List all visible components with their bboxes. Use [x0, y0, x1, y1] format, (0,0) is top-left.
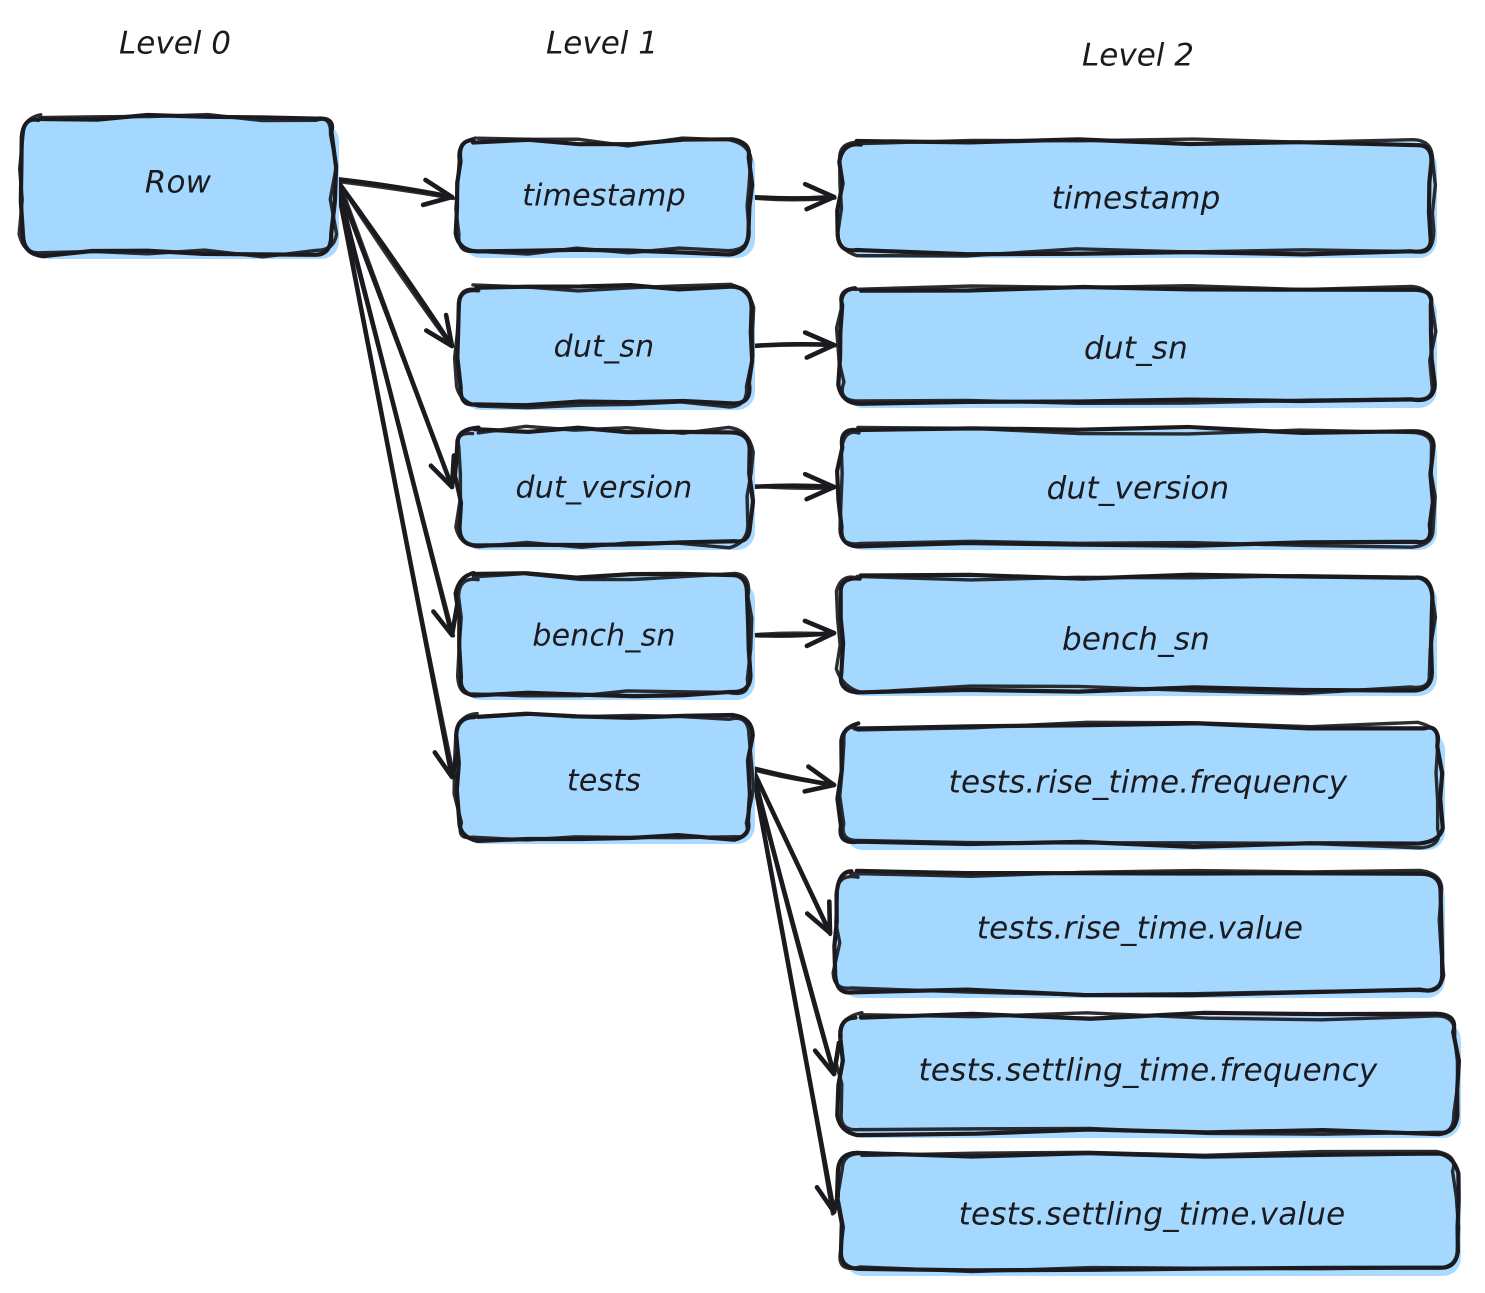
headers-layer: Level 0 Level 1 Level 2 — [119, 26, 1194, 74]
edge-arrowhead — [804, 899, 833, 936]
node-fill — [840, 142, 1432, 252]
edge-stroke-b — [332, 176, 456, 638]
node-level2-timestamp-2[interactable]: timestamp — [835, 137, 1438, 258]
node-level2-tests-rise-time-value[interactable]: tests.rise_time.value — [831, 868, 1446, 998]
node-label: timestamp — [1051, 181, 1220, 217]
node-fill — [840, 1016, 1456, 1132]
edge-tests-to-settling-value — [749, 765, 844, 1216]
edge-arrowhead — [431, 601, 460, 638]
edge-stroke-b — [748, 195, 837, 202]
node-fill — [840, 576, 1432, 690]
node-level2-bench_sn-2[interactable]: bench_sn — [834, 572, 1438, 696]
edge-dut_sn-to-dut_sn2 — [749, 330, 838, 360]
edge-stroke-b — [750, 766, 836, 1074]
node-level1-tests[interactable]: tests — [452, 711, 756, 844]
node-label: dut_version — [516, 471, 693, 506]
node-label: dut_sn — [1084, 331, 1188, 367]
edge-arrowhead — [802, 471, 837, 502]
node-label: bench_sn — [532, 619, 675, 654]
edge-arrowhead — [424, 312, 455, 349]
node-fill — [840, 288, 1432, 402]
node-level1-dut_version[interactable]: dut_version — [453, 424, 756, 550]
node-outline-pass2 — [17, 112, 339, 259]
node-level2-dut_version-2[interactable]: dut_version — [835, 424, 1437, 550]
node-label: tests.rise_time.value — [977, 911, 1303, 947]
node-level1-dut_sn[interactable]: dut_sn — [452, 282, 756, 410]
node-outline-pass2 — [452, 282, 756, 410]
edge-stroke-b — [750, 765, 832, 937]
node-fill — [458, 142, 750, 252]
edge-dut_version-to-dut_version2 — [749, 471, 837, 502]
node-outline-pass2 — [455, 571, 754, 698]
edge-arrowhead — [802, 618, 837, 649]
header-level-2: Level 2 — [1082, 38, 1194, 74]
node-outline-pass2 — [452, 711, 756, 842]
node-label: Row — [145, 165, 212, 201]
node-outline-pass2 — [454, 424, 755, 550]
header-level-0: Level 0 — [119, 26, 231, 62]
edge-stroke-b — [332, 179, 456, 201]
nodes-layer: Row timestamp dut_sn dut_version bench_sntes… — [17, 112, 1462, 1276]
edge-stroke-b — [749, 766, 835, 1216]
edge-row-to-timestamp — [332, 176, 456, 208]
node-outline-pass2 — [834, 283, 1438, 405]
node-label: tests.rise_time.frequency — [949, 765, 1348, 801]
node-outline-pass2 — [838, 425, 1437, 549]
edge-stroke-b — [750, 483, 836, 490]
node-label: timestamp — [522, 179, 686, 214]
node-fill — [22, 117, 334, 253]
node-label: tests.settling_time.frequency — [919, 1053, 1378, 1089]
edge-row-to-bench_sn — [332, 176, 460, 638]
edge-row-to-dut_version — [333, 176, 457, 490]
node-fill — [458, 716, 750, 838]
node-label: dut_version — [1047, 471, 1230, 507]
node-fill — [458, 576, 750, 694]
node-level2-dut_sn-2[interactable]: dut_sn — [834, 283, 1438, 408]
node-outline-pass2 — [835, 1149, 1461, 1274]
node-outline-pass2 — [835, 137, 1438, 258]
edge-stroke-b — [751, 767, 836, 787]
edge-tests-to-rise-frequency — [749, 764, 837, 794]
edge-arrowhead — [420, 177, 455, 208]
node-fill — [840, 726, 1440, 844]
node-outline-pass2 — [834, 574, 1438, 696]
node-fill — [458, 288, 750, 404]
edge-stroke-b — [751, 342, 838, 349]
node-level2-tests-rise-time-frequency[interactable]: tests.rise_time.frequency — [835, 720, 1445, 850]
node-level2-tests-settling-time-value[interactable]: tests.settling_time.value — [834, 1149, 1461, 1276]
edge-stroke-b — [336, 176, 454, 489]
node-level0-row[interactable]: Row — [17, 112, 339, 259]
node-outline-pass2 — [834, 1010, 1460, 1136]
node-label: tests.settling_time.value — [959, 1197, 1346, 1233]
edge-tests-to-rise-value — [749, 765, 833, 937]
node-fill — [840, 1154, 1456, 1270]
edge-arrowhead — [802, 764, 837, 794]
node-outline-pass2 — [454, 136, 753, 256]
node-level2-tests-settling-time-frequency[interactable]: tests.settling_time.frequency — [834, 1010, 1462, 1138]
edge-stroke-b — [333, 175, 456, 779]
node-fill — [836, 874, 1440, 992]
node-label: dut_sn — [554, 330, 655, 365]
node-outline-pass2 — [838, 720, 1441, 850]
edge-stroke-b — [748, 631, 835, 637]
node-outline-pass2 — [831, 868, 1446, 997]
node-label: bench_sn — [1062, 622, 1210, 658]
node-label: tests — [567, 764, 641, 799]
edge-arrowhead — [802, 330, 837, 360]
edge-stroke-b — [333, 175, 453, 347]
edge-bench_sn-to-bench_sn2 — [748, 618, 837, 649]
node-level1-bench_sn[interactable]: bench_sn — [453, 570, 755, 700]
node-level1-timestamp[interactable]: timestamp — [453, 136, 755, 258]
edge-arrowhead — [802, 181, 837, 212]
edge-timestamp-to-timestamp2 — [748, 181, 837, 212]
header-level-1: Level 1 — [546, 26, 658, 62]
node-fill — [840, 430, 1432, 544]
edge-arrowhead — [428, 453, 457, 490]
edge-row-to-dut_sn — [333, 175, 455, 349]
node-fill — [458, 430, 750, 544]
